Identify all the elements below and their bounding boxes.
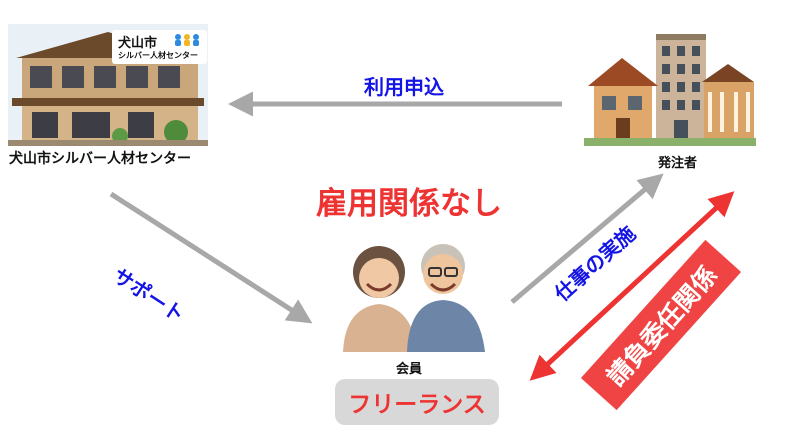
members-image bbox=[335, 240, 491, 352]
freelance-badge: フリーランス bbox=[335, 379, 499, 425]
client-label: 発注者 bbox=[658, 156, 698, 171]
no-employment-heading: 雇用関係なし bbox=[316, 186, 502, 222]
center-logo: 犬山市 シルバー人材センター bbox=[112, 30, 207, 64]
arrow-contract bbox=[529, 191, 735, 381]
arrow-application-label: 利用申込 bbox=[364, 75, 444, 99]
member-label: 会員 bbox=[396, 362, 423, 377]
client-buildings-image bbox=[584, 34, 756, 146]
logo-people-icon bbox=[175, 34, 199, 46]
logo-line2: シルバー人材センター bbox=[118, 51, 198, 60]
logo-line1: 犬山市 bbox=[118, 36, 158, 51]
arrow-support bbox=[109, 191, 313, 324]
center-name: 犬山市シルバー人材センター bbox=[9, 151, 191, 167]
